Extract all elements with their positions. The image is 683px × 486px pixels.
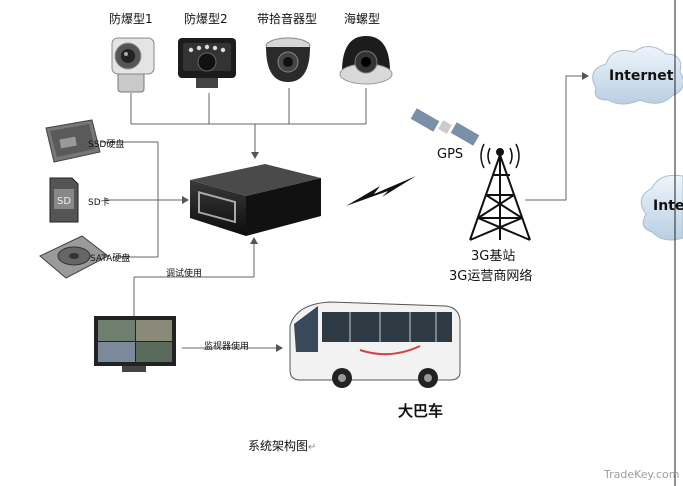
internet-cloud-icon <box>640 174 683 241</box>
watermark: TradeKey.com <box>604 468 680 481</box>
sd-card-icon: SD <box>49 177 79 223</box>
storage-label-sd: SD卡 <box>88 198 110 208</box>
bus-label: 大巴车 <box>398 402 444 420</box>
base-station-tower-icon <box>469 143 531 241</box>
camera-label-2: 防爆型2 <box>184 12 228 26</box>
debug-label: 调试使用 <box>166 269 203 279</box>
internet-label-2: Inte <box>653 198 683 214</box>
camera-label-4: 海螺型 <box>344 12 381 26</box>
operator-network-label: 3G运营商网络 <box>449 269 533 284</box>
storage-label-sata: SATA硬盘 <box>90 254 131 264</box>
monitor-icon <box>94 316 176 372</box>
diagram-caption: 系统架构图↵ <box>248 437 316 454</box>
internet-link <box>525 72 589 201</box>
wireless-signal-icon <box>346 176 416 206</box>
sata-hdd-icon <box>39 235 109 279</box>
monitor-label: 监视器使用 <box>204 342 250 352</box>
sd-card-text: SD <box>57 196 71 207</box>
monitor-connectors <box>133 237 283 352</box>
internet-cloud-icon <box>592 46 683 105</box>
camera-connectors <box>130 88 367 159</box>
storage-label-ssd: SSD硬盘 <box>88 140 125 150</box>
camera-label-3: 带拾音器型 <box>257 12 318 26</box>
bus-icon <box>289 301 461 388</box>
dome-camera-with-mic-icon <box>265 37 311 82</box>
gps-satellite-icon <box>410 108 480 146</box>
storage-connectors <box>101 141 189 258</box>
internet-label-1: Internet <box>609 68 674 84</box>
gps-label: GPS <box>437 147 464 162</box>
ssd-drive-icon <box>45 119 101 163</box>
conch-dome-camera-icon <box>339 36 393 85</box>
base-station-label: 3G基站 <box>471 249 516 264</box>
paragraph-mark: ↵ <box>308 442 317 453</box>
explosion-proof-ir-camera-icon <box>178 38 236 88</box>
camera-label-1: 防爆型1 <box>109 12 153 26</box>
mobile-dvr-unit <box>190 164 321 236</box>
explosion-proof-camera-icon <box>111 37 155 93</box>
caption-text: 系统架构图 <box>248 439 309 453</box>
